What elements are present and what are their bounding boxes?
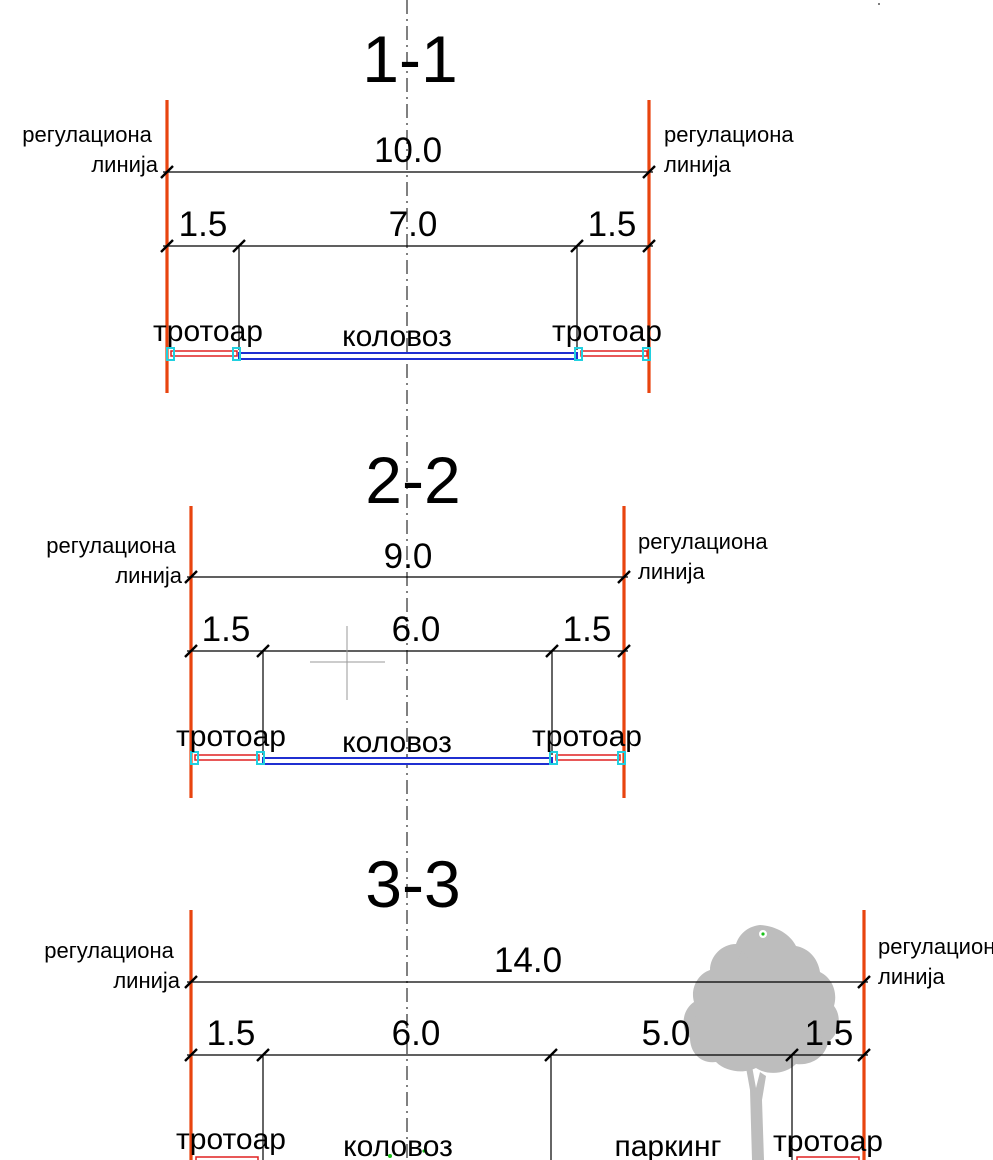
dimension-tick	[642, 165, 656, 179]
total-width-label: 14.0	[494, 941, 562, 980]
total-width-label: 9.0	[384, 537, 433, 576]
label-sidewalk-left: тротоар	[176, 720, 286, 753]
sidewalk-width-right: 1.5	[563, 610, 612, 649]
label-roadway: коловоз	[342, 320, 452, 353]
dimension-tick	[160, 239, 174, 253]
regulation-label-right: регулациона линија	[878, 934, 993, 989]
sidewalk-left-top	[195, 1156, 259, 1160]
roadway	[238, 352, 578, 360]
sidewalk-right-top	[796, 1156, 860, 1160]
label-sidewalk-left: тротоар	[176, 1123, 286, 1156]
sidewalk-right	[580, 350, 648, 357]
tree-icon	[683, 925, 839, 1160]
label-sidewalk-right: тротоар	[532, 720, 642, 753]
label-sidewalk-right: тротоар	[773, 1125, 883, 1158]
sidewalk-right	[555, 754, 621, 761]
sidewalk-width-left: 1.5	[207, 1014, 256, 1053]
marker-dot	[422, 1149, 426, 1153]
section-2-2: 2-2 регулациона линија регулациона линиј…	[46, 443, 774, 798]
dimension-tick	[184, 975, 198, 989]
dimension-tick	[184, 644, 198, 658]
section-title: 3-3	[365, 847, 460, 921]
roadway-width: 7.0	[389, 205, 438, 244]
curb-marker	[232, 347, 241, 361]
regulation-label-left: регулациона линија	[22, 122, 158, 177]
section-title: 1-1	[362, 22, 457, 96]
curb-marker	[617, 751, 626, 765]
roadway-width: 6.0	[392, 610, 441, 649]
dimension-tick	[857, 1048, 871, 1062]
sidewalk-left	[194, 754, 260, 761]
label-sidewalk-right: тротоар	[552, 315, 662, 348]
crosshair-icon	[310, 626, 385, 700]
sidewalk-width-right: 1.5	[805, 1014, 854, 1053]
sidewalk-width-left: 1.5	[202, 610, 251, 649]
regulation-label-left: регулациона линија	[44, 938, 180, 993]
roadway-width: 6.0	[392, 1014, 441, 1053]
dimension-tick	[617, 644, 631, 658]
label-sidewalk-left: тротоар	[153, 315, 263, 348]
curb-marker	[190, 751, 199, 765]
regulation-label-left: регулациона линија	[46, 533, 182, 588]
curb-marker	[549, 751, 558, 765]
dimension-tick	[617, 570, 631, 584]
regulation-label-right: регулациона линија	[638, 529, 774, 584]
dimension-tick	[642, 239, 656, 253]
dimension-tick	[184, 1048, 198, 1062]
corner-dot	[878, 3, 880, 5]
section-title: 2-2	[365, 443, 460, 517]
label-roadway: коловоз	[342, 726, 452, 759]
section-1-1: 1-1 регулациона линија регулациона линиј…	[22, 22, 800, 393]
curb-marker	[166, 347, 175, 361]
dimension-tick	[857, 975, 871, 989]
label-roadway: коловоз	[343, 1130, 453, 1160]
total-width-label: 10.0	[374, 131, 442, 170]
sidewalk-left	[170, 350, 238, 357]
curb-marker	[642, 347, 651, 361]
curb-marker	[574, 347, 583, 361]
dimension-tick	[184, 570, 198, 584]
sidewalk-width-left: 1.5	[179, 205, 228, 244]
dimension-tick	[160, 165, 174, 179]
sidewalk-width-right: 1.5	[588, 205, 637, 244]
curb-marker	[256, 751, 265, 765]
regulation-label-right: регулациона линија	[664, 122, 800, 177]
section-3-3: 3-3 регулациона линија регулациона линиј…	[44, 847, 993, 1160]
parking-width: 5.0	[642, 1014, 691, 1053]
label-parking: паркинг	[614, 1130, 721, 1160]
marker-dot	[388, 1154, 392, 1158]
